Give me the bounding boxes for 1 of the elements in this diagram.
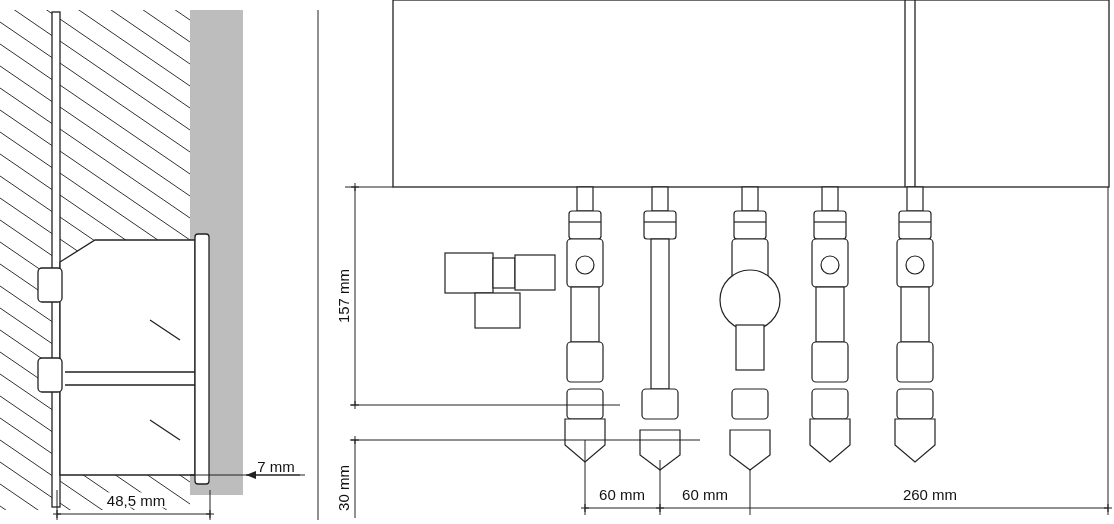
dimension-label: 48,5 mm: [105, 492, 167, 508]
